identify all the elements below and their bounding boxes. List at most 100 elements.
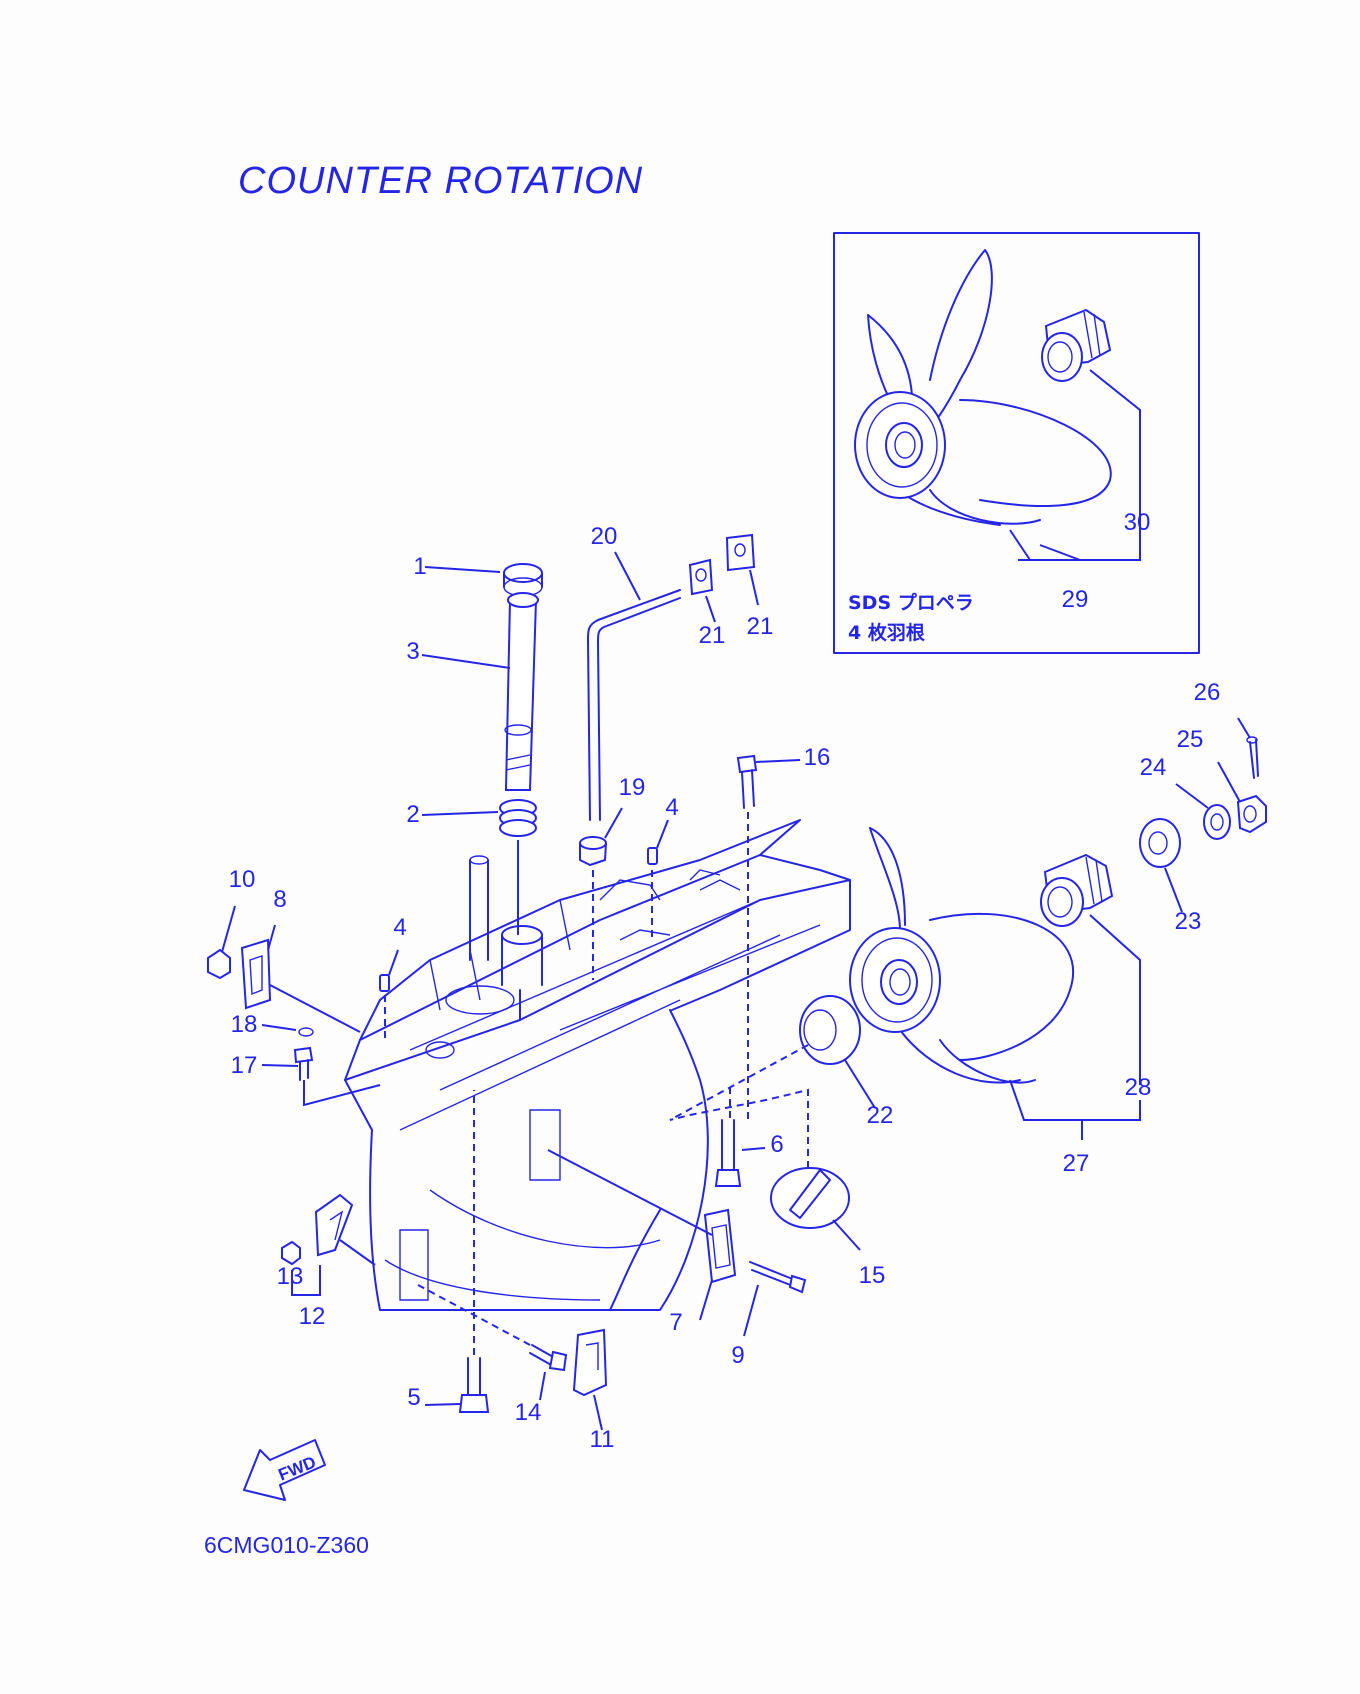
- part-20-pipe: [587, 589, 681, 821]
- callout-22: 22: [866, 1102, 894, 1129]
- drawing-stroke: [299, 1059, 309, 1081]
- inset-spacer: [1041, 308, 1112, 382]
- drawing-stroke: [243, 1439, 326, 1501]
- drawing-stroke: [207, 948, 231, 980]
- callout-16: 16: [803, 744, 831, 771]
- drawing-stroke: [388, 949, 399, 976]
- part-14-bolt: [529, 1344, 568, 1372]
- drawing-stroke: [445, 985, 515, 1015]
- drawing-stroke: [703, 1208, 737, 1284]
- drawing-stroke: [469, 855, 489, 865]
- drawing-stroke: [579, 842, 607, 866]
- drawing-stroke: [885, 422, 923, 468]
- part-6-bolt: [714, 1119, 742, 1187]
- drawing-stroke: [424, 566, 501, 573]
- drawing-stroke: [501, 925, 543, 945]
- callout-11: 11: [589, 1426, 615, 1453]
- drawing-stroke: [1236, 794, 1267, 834]
- drawing-stroke: [619, 869, 721, 941]
- callout-6: 6: [770, 1131, 784, 1158]
- drawing-stroke: [688, 558, 714, 596]
- callout-24: 24: [1139, 754, 1167, 781]
- drawing-stroke: [269, 984, 361, 1033]
- part-23-washer: [1139, 818, 1181, 868]
- drawing-stroke: [711, 1224, 731, 1269]
- part-12-anode: [314, 1193, 354, 1257]
- drawing-stroke: [1083, 311, 1101, 359]
- part-10-nut: [207, 948, 231, 980]
- part-8-anode: [240, 938, 272, 1010]
- drawing-stroke: [899, 1029, 1021, 1084]
- drawing-stroke: [548, 1350, 568, 1372]
- drawing-stroke: [939, 1039, 1036, 1084]
- drawing-stroke: [501, 934, 543, 986]
- callout-4-right: 4: [665, 794, 679, 821]
- drawing-stroke: [399, 999, 681, 1249]
- drawing-stroke: [539, 1371, 546, 1401]
- drawing-stroke: [505, 754, 531, 771]
- drawing-stroke: [507, 592, 539, 608]
- drawing-stroke: [959, 399, 1112, 507]
- drawing-stroke: [789, 1169, 831, 1219]
- drawing-stroke: [291, 1265, 321, 1296]
- part-3-water-tube: [504, 592, 539, 791]
- drawing-stroke: [755, 759, 801, 763]
- part-19-grommet: [579, 836, 607, 866]
- part-24-washer: [1203, 804, 1231, 840]
- drawing-stroke: [705, 569, 759, 623]
- drawing-stroke: [929, 489, 1041, 525]
- drawing-stroke: [499, 819, 537, 837]
- drawing-stroke: [743, 1284, 759, 1337]
- drawing-stroke: [929, 912, 1075, 1061]
- drawing-stroke: [529, 1109, 561, 1181]
- part-21-clip-b: [725, 533, 756, 572]
- drawing-stroke: [240, 938, 272, 1010]
- part-13-nut: [281, 1240, 301, 1266]
- drawing-stroke: [803, 1009, 837, 1051]
- part-9-screw: [749, 1261, 807, 1294]
- drawing-stroke: [529, 1344, 556, 1367]
- callout-8: 8: [273, 886, 287, 913]
- figure-code: 6CMG010-Z360: [204, 1532, 369, 1558]
- drawing-stroke: [788, 1274, 807, 1294]
- callout-21-right: 21: [746, 613, 774, 640]
- part-28-spacer: [1040, 853, 1114, 927]
- callout-20: 20: [590, 523, 618, 550]
- inset-caption: SDS プロペラ 4 枚羽根: [848, 588, 974, 648]
- drawing-stroke: [1047, 886, 1073, 918]
- drawing-stroke: [429, 899, 571, 1011]
- drawing-stroke: [1237, 717, 1251, 739]
- callout-17: 17: [230, 1052, 258, 1079]
- drawing-stroke: [329, 1210, 344, 1241]
- drawing-stroke: [281, 1240, 301, 1266]
- drawing-stroke: [379, 819, 801, 1001]
- part-17-screw: [293, 1046, 314, 1081]
- drawing-stroke: [424, 1403, 461, 1406]
- part-21-clip-a: [688, 558, 714, 596]
- callout-18: 18: [230, 1011, 258, 1038]
- part-18-o-ring: [298, 1027, 314, 1037]
- drawing-stroke: [261, 1064, 299, 1067]
- callout-23: 23: [1174, 908, 1202, 935]
- drawing-stroke: [359, 989, 661, 1311]
- drawing-stroke: [579, 836, 607, 850]
- drawing-stroke: [741, 769, 755, 809]
- drawing-stroke: [467, 1357, 481, 1396]
- drawing-stroke: [339, 1239, 376, 1266]
- drawing-stroke: [585, 1342, 599, 1370]
- drawing-stroke: [547, 1149, 713, 1236]
- callout-19: 19: [618, 774, 646, 801]
- drawing-stroke: [458, 1394, 490, 1413]
- drawing-stroke: [399, 1229, 429, 1301]
- drawing-stroke: [1164, 867, 1183, 913]
- drawing-stroke: [504, 599, 538, 791]
- drawing-stroke: [593, 1394, 603, 1431]
- drawing-stroke: [604, 807, 623, 839]
- drawing-stroke: [1246, 736, 1258, 744]
- callout-3: 3: [406, 638, 420, 665]
- drawing-stroke: [869, 827, 901, 931]
- callout-9: 9: [731, 1342, 745, 1369]
- part-22-thrust-washer: [799, 995, 861, 1065]
- callout-28: 28: [1124, 1074, 1152, 1101]
- inset-frame: [833, 232, 1200, 654]
